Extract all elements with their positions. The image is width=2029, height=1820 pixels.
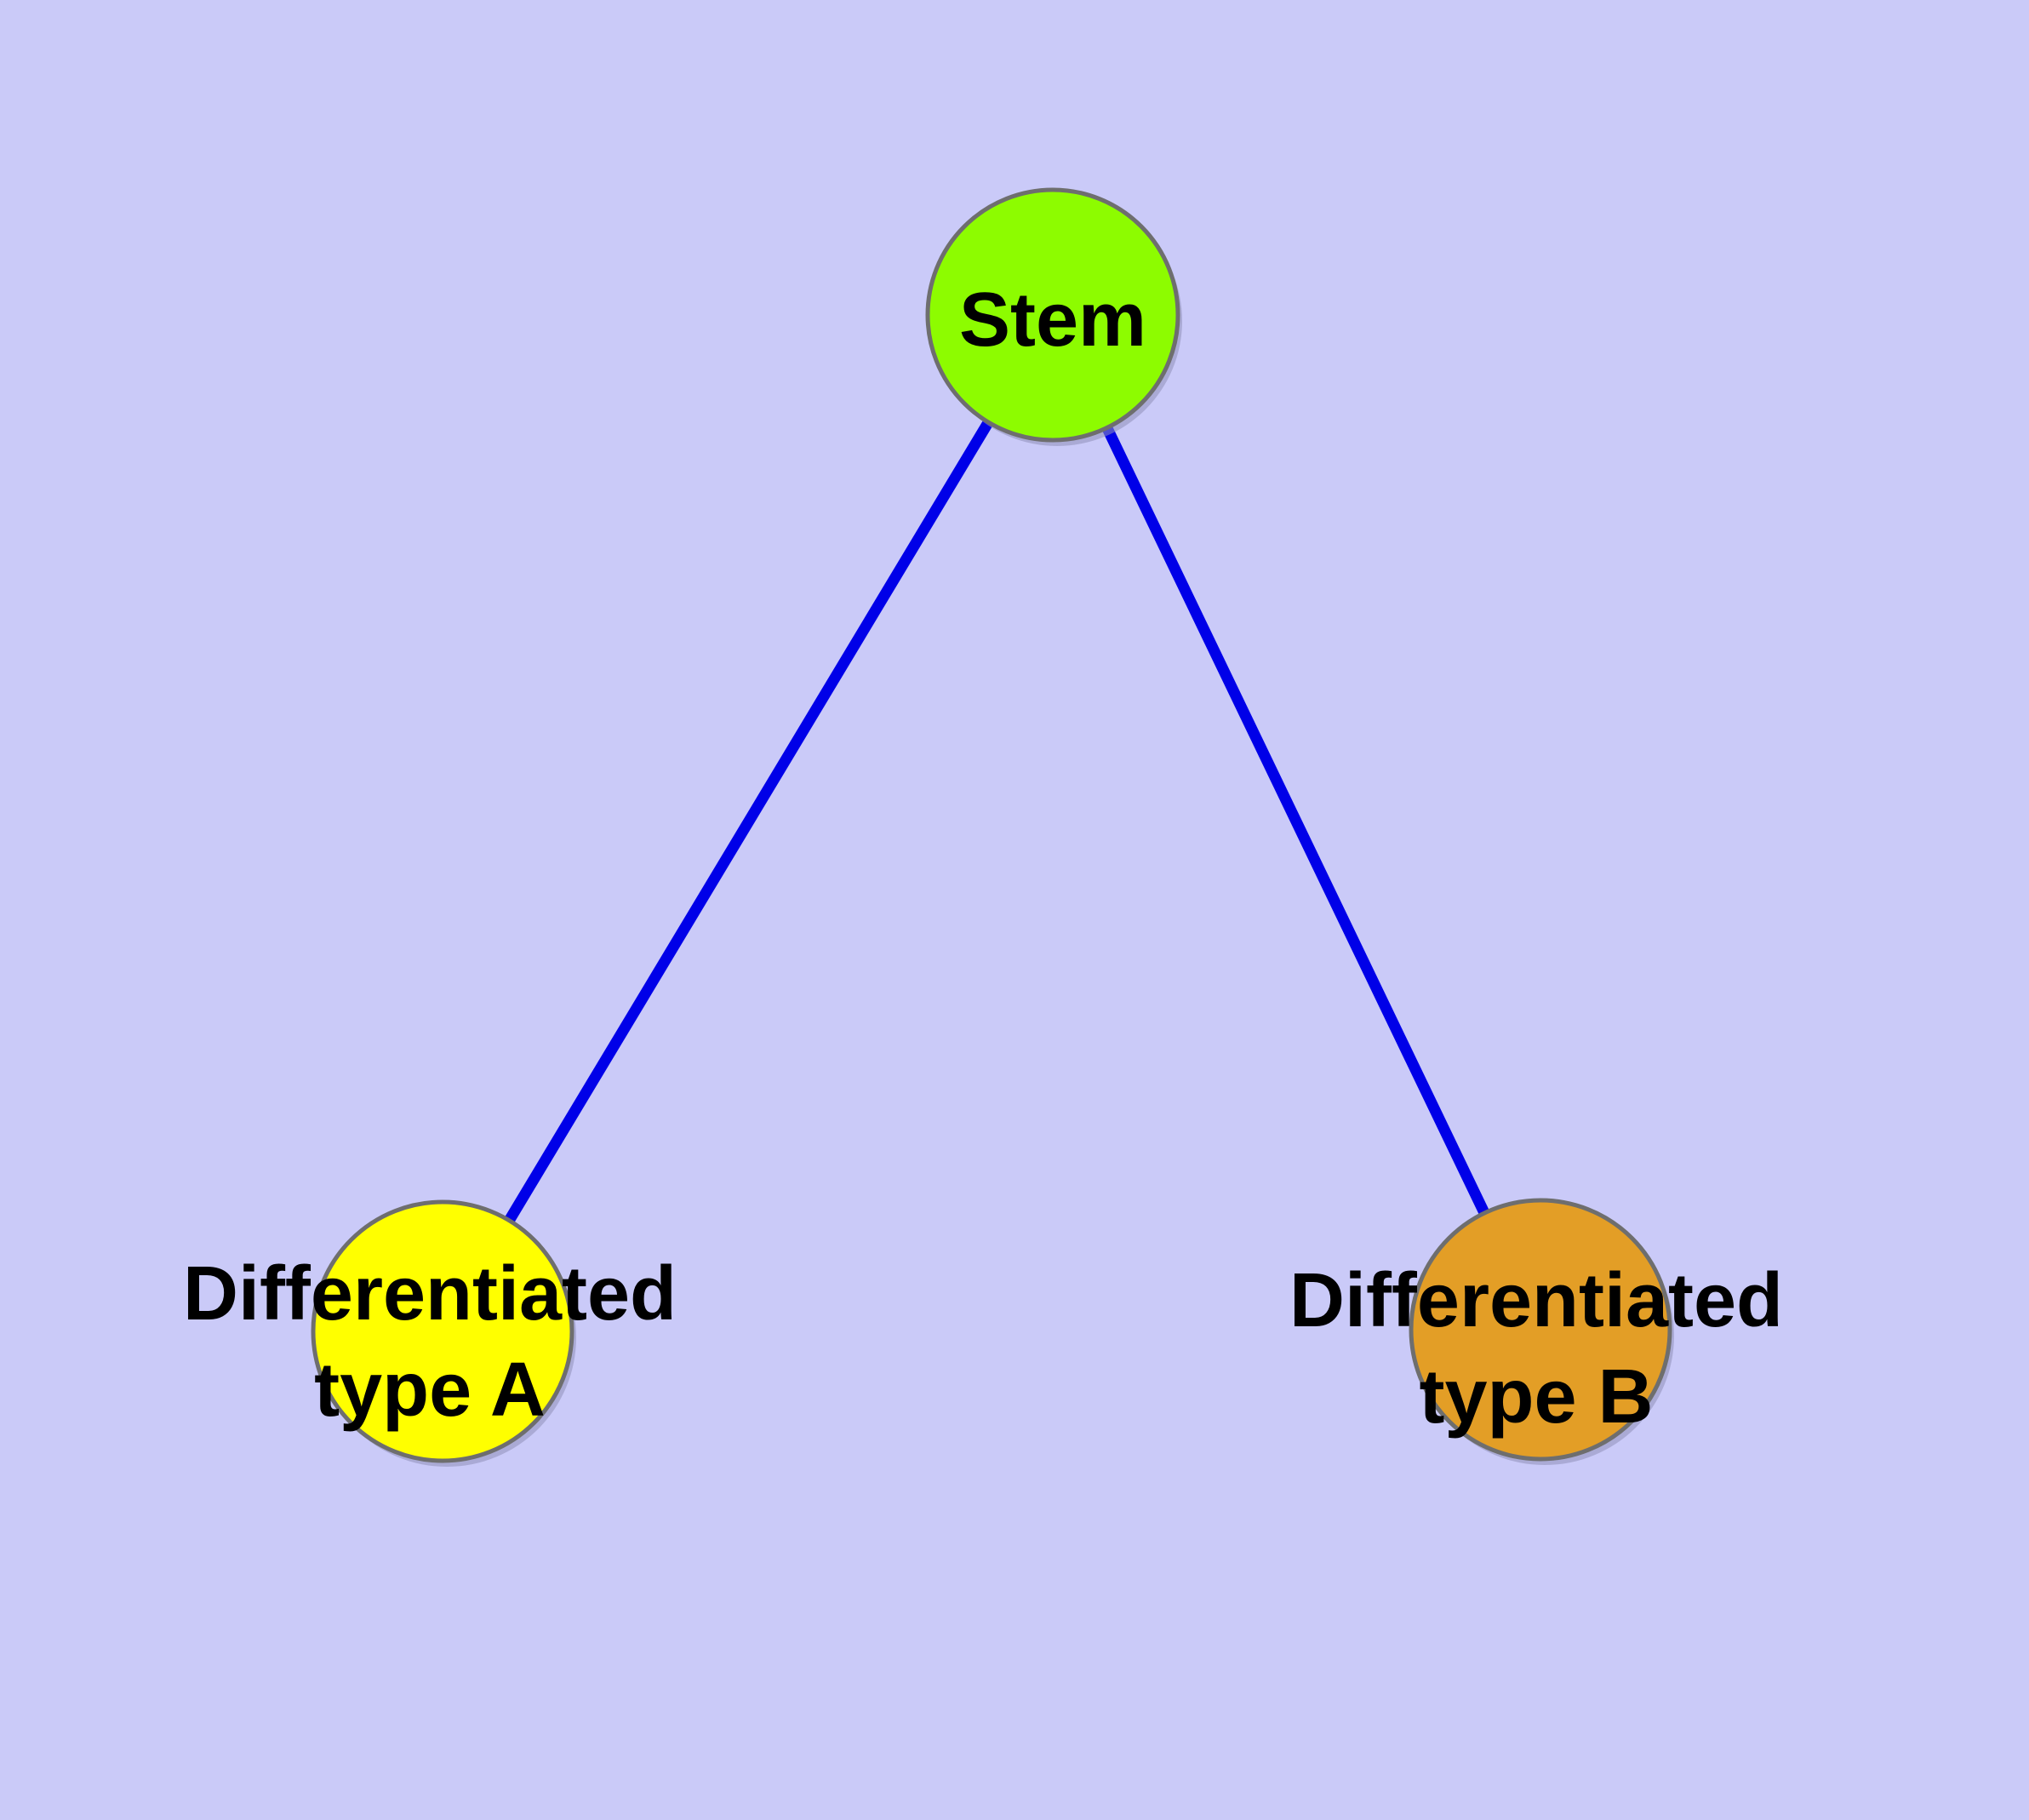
differentiated-type-a-node[interactable]	[311, 1199, 574, 1463]
stem-node[interactable]	[925, 187, 1180, 443]
edge-stem-to-type-a[interactable]	[437, 312, 1058, 1335]
differentiated-type-b-label-line1: Differentiated	[1289, 1258, 1783, 1343]
stem-node-label: Stem	[959, 278, 1146, 363]
differentiated-type-b-label-line2: type B	[1419, 1354, 1653, 1439]
edge-stem-to-type-b[interactable]	[1048, 312, 1546, 1332]
differentiated-type-a-label-line1: Differentiated	[183, 1251, 677, 1336]
differentiated-type-a-label-line2: type A	[314, 1348, 546, 1433]
differentiated-type-b-node[interactable]	[1409, 1198, 1672, 1462]
